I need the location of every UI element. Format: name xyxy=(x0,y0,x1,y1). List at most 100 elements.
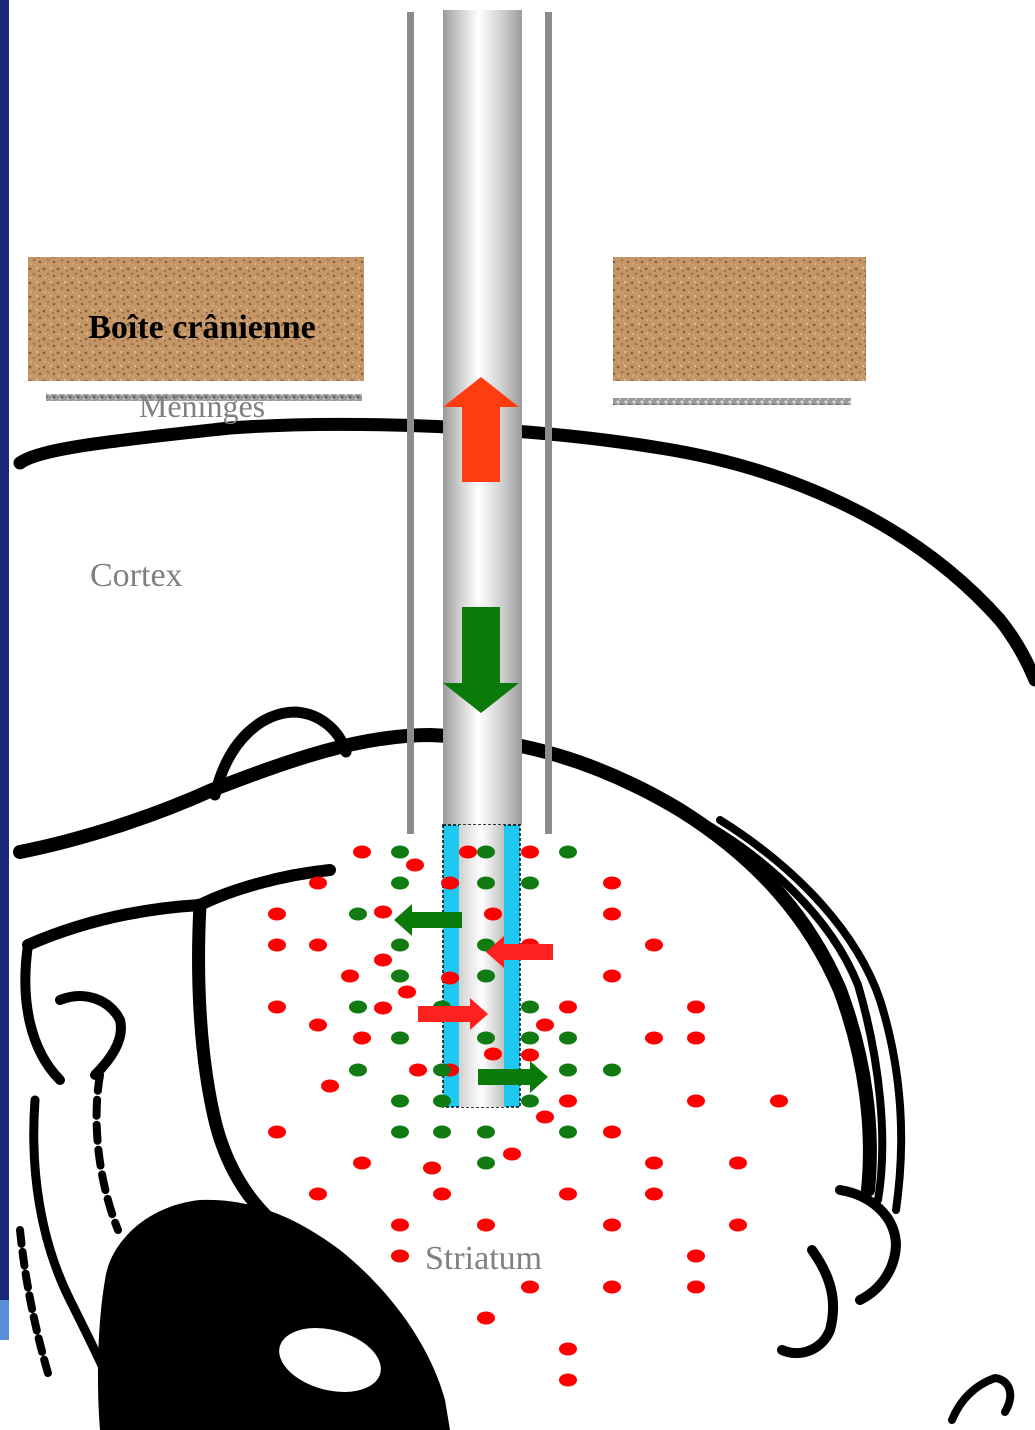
red-molecule-dot xyxy=(687,1032,705,1045)
guide-tube-left xyxy=(407,12,414,834)
green-molecule-dot xyxy=(559,1064,577,1077)
striatum-label: Striatum xyxy=(425,1240,542,1277)
red-molecule-dot xyxy=(645,939,663,952)
red-molecule-dot xyxy=(441,877,459,890)
red-molecule-dot xyxy=(268,908,286,921)
red-molecule-dot xyxy=(687,1250,705,1263)
red-molecule-dot xyxy=(645,1032,663,1045)
red-molecule-dot xyxy=(484,908,502,921)
skull-label: Boîte crânienne xyxy=(88,309,316,346)
green-molecule-dot xyxy=(349,908,367,921)
green-molecule-dot xyxy=(433,1095,451,1108)
red-molecule-dot xyxy=(603,1219,621,1232)
meninges-label: Méninges xyxy=(139,388,265,424)
red-molecule-dot xyxy=(521,1049,539,1062)
red-molecule-dot xyxy=(374,906,392,919)
green-molecule-dot xyxy=(433,1126,451,1139)
red-molecule-dot xyxy=(321,1080,339,1093)
red-molecule-dot xyxy=(484,1048,502,1061)
green-molecule-dot xyxy=(477,1032,495,1045)
red-molecule-dot xyxy=(559,1001,577,1014)
guide-tube-right xyxy=(545,12,552,834)
red-molecule-dot xyxy=(603,970,621,983)
red-molecule-dot xyxy=(268,1126,286,1139)
red-molecule-dot xyxy=(559,1188,577,1201)
red-molecule-dot xyxy=(729,1157,747,1170)
red-molecule-dot xyxy=(477,1312,495,1325)
red-molecule-dot xyxy=(309,939,327,952)
green-molecule-dot xyxy=(521,1095,539,1108)
green-molecule-dot xyxy=(521,1001,539,1014)
membrane-inner-channel xyxy=(459,825,504,1107)
green-molecule-dot xyxy=(391,1126,409,1139)
red-molecule-dot xyxy=(433,1188,451,1201)
red-molecule-dot xyxy=(374,954,392,967)
red-molecule-dot xyxy=(559,1374,577,1387)
red-molecule-dot xyxy=(353,1157,371,1170)
green-molecule-dot xyxy=(521,877,539,890)
green-molecule-dot xyxy=(477,846,495,859)
green-molecule-dot xyxy=(559,846,577,859)
red-molecule-dot xyxy=(441,972,459,985)
cortex-label: Cortex xyxy=(90,557,183,594)
red-molecule-dot xyxy=(770,1095,788,1108)
green-molecule-dot xyxy=(521,1032,539,1045)
green-molecule-dot xyxy=(603,1064,621,1077)
green-molecule-dot xyxy=(559,1126,577,1139)
red-molecule-dot xyxy=(374,1002,392,1015)
red-molecule-dot xyxy=(559,1095,577,1108)
red-molecule-dot xyxy=(603,1281,621,1294)
red-molecule-dot xyxy=(603,908,621,921)
red-molecule-dot xyxy=(459,846,477,859)
red-molecule-dot xyxy=(268,1001,286,1014)
green-molecule-dot xyxy=(349,1001,367,1014)
red-molecule-dot xyxy=(645,1188,663,1201)
red-molecule-dot xyxy=(309,1019,327,1032)
green-molecule-dot xyxy=(391,1032,409,1045)
red-molecule-dot xyxy=(406,859,424,872)
red-molecule-dot xyxy=(687,1281,705,1294)
red-molecule-dot xyxy=(353,1032,371,1045)
red-molecule-dot xyxy=(687,1001,705,1014)
left-frame-edge xyxy=(0,0,9,1300)
red-molecule-dot xyxy=(521,1281,539,1294)
red-molecule-dot xyxy=(729,1219,747,1232)
green-molecule-dot xyxy=(477,1157,495,1170)
red-molecule-dot xyxy=(409,1064,427,1077)
red-molecule-dot xyxy=(603,1126,621,1139)
red-molecule-dot xyxy=(536,1111,554,1124)
ventricle-mass xyxy=(98,1200,450,1430)
red-molecule-dot xyxy=(645,1157,663,1170)
green-molecule-dot xyxy=(391,939,409,952)
green-molecule-dot xyxy=(477,877,495,890)
red-molecule-dot xyxy=(603,877,621,890)
red-molecule-dot xyxy=(391,1219,409,1232)
red-molecule-dot xyxy=(503,1148,521,1161)
meninges-right-strip xyxy=(613,398,851,405)
green-molecule-dot xyxy=(433,1064,451,1077)
green-molecule-dot xyxy=(391,970,409,983)
red-molecule-dot xyxy=(423,1162,441,1175)
red-molecule-dot xyxy=(559,1343,577,1356)
red-molecule-dot xyxy=(309,1188,327,1201)
green-molecule-dot xyxy=(391,877,409,890)
red-molecule-dot xyxy=(536,1019,554,1032)
red-molecule-dot xyxy=(268,939,286,952)
red-molecule-dot xyxy=(687,1095,705,1108)
left-frame-accent xyxy=(0,1300,9,1340)
red-molecule-dot xyxy=(398,986,416,999)
green-molecule-dot xyxy=(349,1064,367,1077)
red-molecule-dot xyxy=(521,846,539,859)
red-molecule-dot xyxy=(353,846,371,859)
green-molecule-dot xyxy=(559,1032,577,1045)
red-molecule-dot xyxy=(391,1250,409,1263)
red-molecule-dot xyxy=(341,970,359,983)
green-molecule-dot xyxy=(391,846,409,859)
skull-right-block xyxy=(613,257,866,381)
green-molecule-dot xyxy=(391,1095,409,1108)
red-molecule-dot xyxy=(477,1219,495,1232)
red-molecule-dot xyxy=(309,877,327,890)
green-molecule-dot xyxy=(477,1126,495,1139)
